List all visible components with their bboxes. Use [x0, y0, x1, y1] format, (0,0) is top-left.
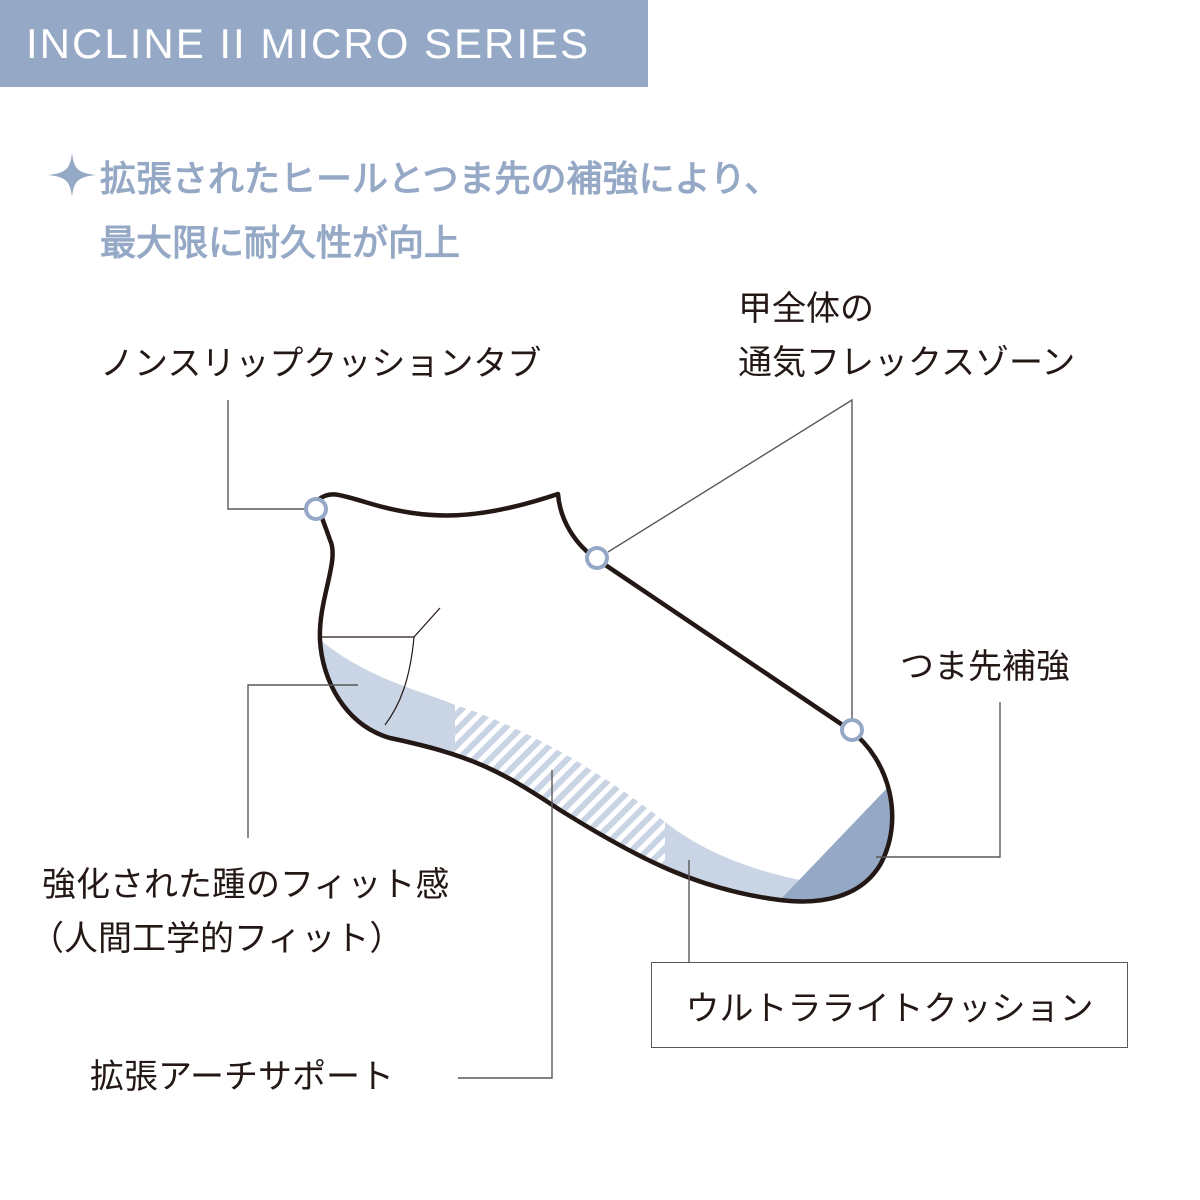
headline-text-2: 最大限に耐久性が向上	[100, 223, 461, 264]
label-heel-fit-1: 強化された踵のフィット感	[42, 865, 450, 905]
label-toe-reinforcement: つま先補強	[900, 647, 1070, 687]
series-title: INCLINE II MICRO SERIES	[26, 20, 591, 67]
leader-toe	[876, 702, 1001, 858]
headline-line-1: 拡張されたヒールとつま先の補強により、	[48, 148, 780, 212]
leader-heel-fit	[247, 684, 358, 838]
marker-flex-zone-upper	[585, 546, 609, 570]
label-ultralight-cushion-box: ウルトラライトクッション	[651, 962, 1128, 1048]
label-flex-zone-2: 通気フレックスゾーン	[738, 343, 1076, 383]
label-ultralight-cushion: ウルトラライトクッション	[685, 988, 1094, 1029]
sparkle-icon	[48, 153, 96, 197]
marker-cushion-tab	[304, 497, 328, 521]
headline-text-1: 拡張されたヒールとつま先の補強により、	[100, 159, 781, 200]
marker-flex-zone-lower	[840, 718, 864, 742]
markers	[304, 497, 864, 742]
sock-outline	[315, 491, 895, 904]
ultralight-cushion-zone	[665, 822, 800, 902]
label-cushion-tab: ノンスリップクッションタブ	[100, 344, 542, 384]
leader-cushion-tab	[227, 400, 305, 510]
label-heel-fit-2: （人間工学的フィット）	[30, 919, 404, 959]
label-arch-support: 拡張アーチサポート	[90, 1057, 394, 1097]
title-band: INCLINE II MICRO SERIES	[0, 0, 648, 87]
headline: 拡張されたヒールとつま先の補強により、 最大限に耐久性が向上	[48, 148, 780, 276]
heel-fit-guide	[322, 607, 441, 726]
leader-arch	[458, 770, 553, 1079]
leader-flex-zone	[607, 398, 853, 722]
toe-reinforcement-zone	[780, 780, 893, 902]
leader-lines	[227, 398, 1001, 1079]
label-flex-zone-1: 甲全体の	[738, 289, 874, 329]
